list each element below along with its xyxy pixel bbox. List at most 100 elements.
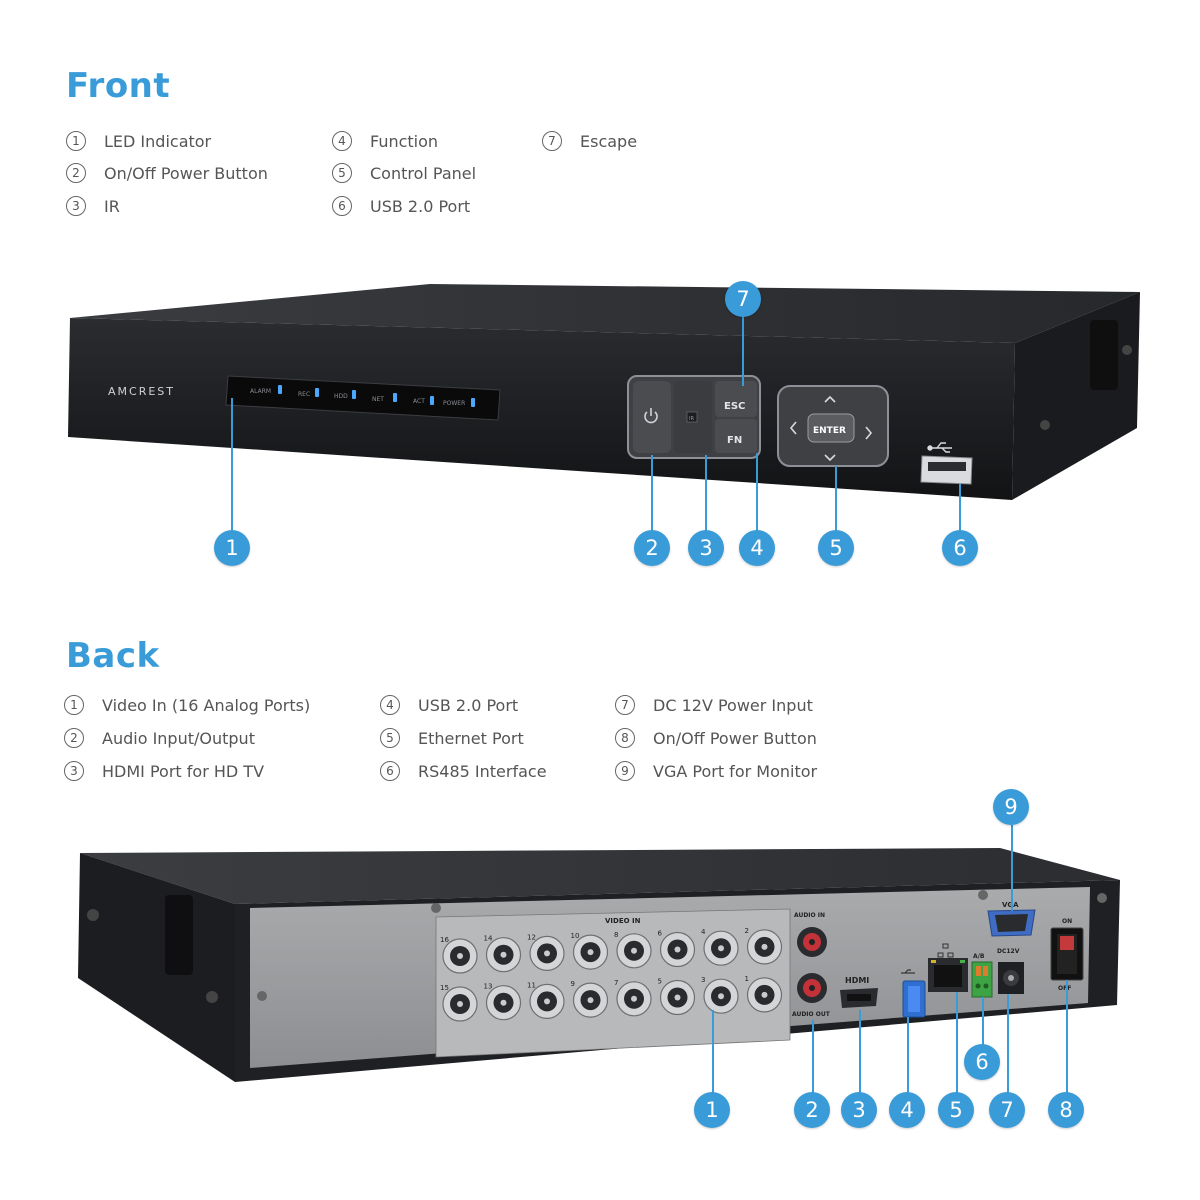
arrow-down-icon[interactable] — [824, 454, 836, 462]
back-device-top — [80, 848, 1120, 904]
front-leader-line — [756, 453, 758, 531]
bnc-port-number: 9 — [571, 980, 575, 988]
panel-screw-icon — [257, 991, 267, 1001]
led-light — [278, 385, 282, 394]
front-leader-line — [705, 455, 707, 531]
bnc-port-number: 14 — [484, 935, 493, 943]
network-icon — [937, 943, 954, 958]
bnc-port[interactable] — [529, 983, 565, 1020]
led-label: ACT — [413, 398, 425, 405]
back-leader-line — [859, 1010, 861, 1093]
usb-icon — [927, 442, 952, 453]
bnc-port-number: 15 — [440, 984, 449, 992]
power-switch[interactable] — [1050, 927, 1084, 981]
audio-out-port[interactable] — [797, 973, 827, 1003]
dc-power-jack[interactable] — [998, 962, 1024, 994]
bnc-port[interactable] — [659, 931, 696, 968]
bnc-port[interactable] — [746, 929, 783, 965]
ir-window: IR — [674, 381, 712, 453]
bnc-port[interactable] — [529, 935, 565, 972]
video-in-block — [435, 908, 791, 1058]
switch-off-label: OFF — [1058, 985, 1071, 992]
led-label: NET — [372, 396, 384, 403]
back-callout: 8 — [1048, 1092, 1084, 1128]
vga-port[interactable] — [987, 909, 1036, 937]
bnc-port[interactable] — [746, 977, 783, 1013]
bnc-port-number: 1 — [745, 975, 749, 983]
bnc-port-number: 7 — [614, 979, 618, 987]
back-callout: 9 — [993, 789, 1029, 825]
switch-on-label: ON — [1062, 918, 1072, 925]
back-title: Back — [66, 636, 160, 676]
led-panel — [225, 375, 501, 421]
arrow-right-icon[interactable] — [865, 426, 873, 440]
svg-text:FN: FN — [727, 435, 742, 446]
enter-button[interactable]: ENTER — [807, 413, 855, 443]
back-callout: 4 — [889, 1092, 925, 1128]
svg-text:IR: IR — [689, 416, 694, 422]
panel-screw-icon — [978, 890, 988, 900]
bnc-port[interactable] — [485, 985, 522, 1021]
front-leader-line — [959, 484, 961, 531]
side-screw-icon — [1122, 345, 1132, 355]
rs485-terminal[interactable] — [971, 961, 993, 998]
back-leader-line — [907, 1017, 909, 1093]
usb-port[interactable] — [920, 455, 973, 485]
bnc-port-number: 2 — [745, 927, 749, 935]
back-callout: 7 — [989, 1092, 1025, 1128]
led-label: POWER — [443, 400, 465, 407]
ethernet-port[interactable] — [928, 958, 968, 992]
power-button[interactable] — [633, 381, 671, 453]
back-leader-line — [1011, 825, 1013, 911]
usb-port[interactable] — [902, 980, 926, 1018]
audio-out-label: AUDIO OUT — [792, 1011, 831, 1018]
bnc-port[interactable] — [572, 982, 609, 1018]
vga-label: VGA — [1002, 901, 1019, 909]
bnc-port[interactable] — [616, 933, 652, 969]
bnc-port-number: 12 — [527, 933, 536, 941]
fn-button[interactable]: FN — [715, 419, 757, 453]
back-callout: 3 — [841, 1092, 877, 1128]
back-leader-line — [812, 1020, 814, 1093]
bnc-port-number: 10 — [571, 932, 580, 940]
bnc-port[interactable] — [442, 938, 478, 974]
front-leader-line — [835, 466, 837, 531]
arrow-up-icon[interactable] — [824, 395, 836, 403]
front-callout: 6 — [942, 530, 978, 566]
bnc-port-number: 6 — [658, 930, 663, 938]
bnc-port-number: 13 — [484, 983, 493, 991]
bnc-port-number: 4 — [701, 928, 706, 936]
back-leader-line — [956, 992, 958, 1093]
front-device-top — [70, 284, 1140, 343]
audio-in-port[interactable] — [797, 927, 827, 957]
bnc-port[interactable] — [659, 979, 696, 1016]
bnc-port[interactable] — [703, 930, 739, 966]
bnc-port[interactable] — [616, 981, 652, 1017]
bnc-port[interactable] — [703, 978, 739, 1014]
led-light — [315, 388, 319, 397]
back-callout: 2 — [794, 1092, 830, 1128]
arrow-left-icon[interactable] — [789, 421, 797, 435]
bnc-port[interactable] — [442, 986, 478, 1022]
back-device-side — [78, 853, 235, 1082]
esc-button[interactable]: ESC — [715, 381, 757, 417]
led-light — [430, 396, 434, 405]
dc-label: DC12V — [997, 948, 1020, 955]
hdmi-port[interactable] — [840, 988, 878, 1008]
front-leader-line — [742, 316, 744, 386]
video-in-label: VIDEO IN — [605, 917, 641, 925]
bnc-port[interactable] — [572, 934, 609, 970]
usb-icon — [901, 969, 915, 974]
bnc-port[interactable] — [485, 937, 522, 973]
